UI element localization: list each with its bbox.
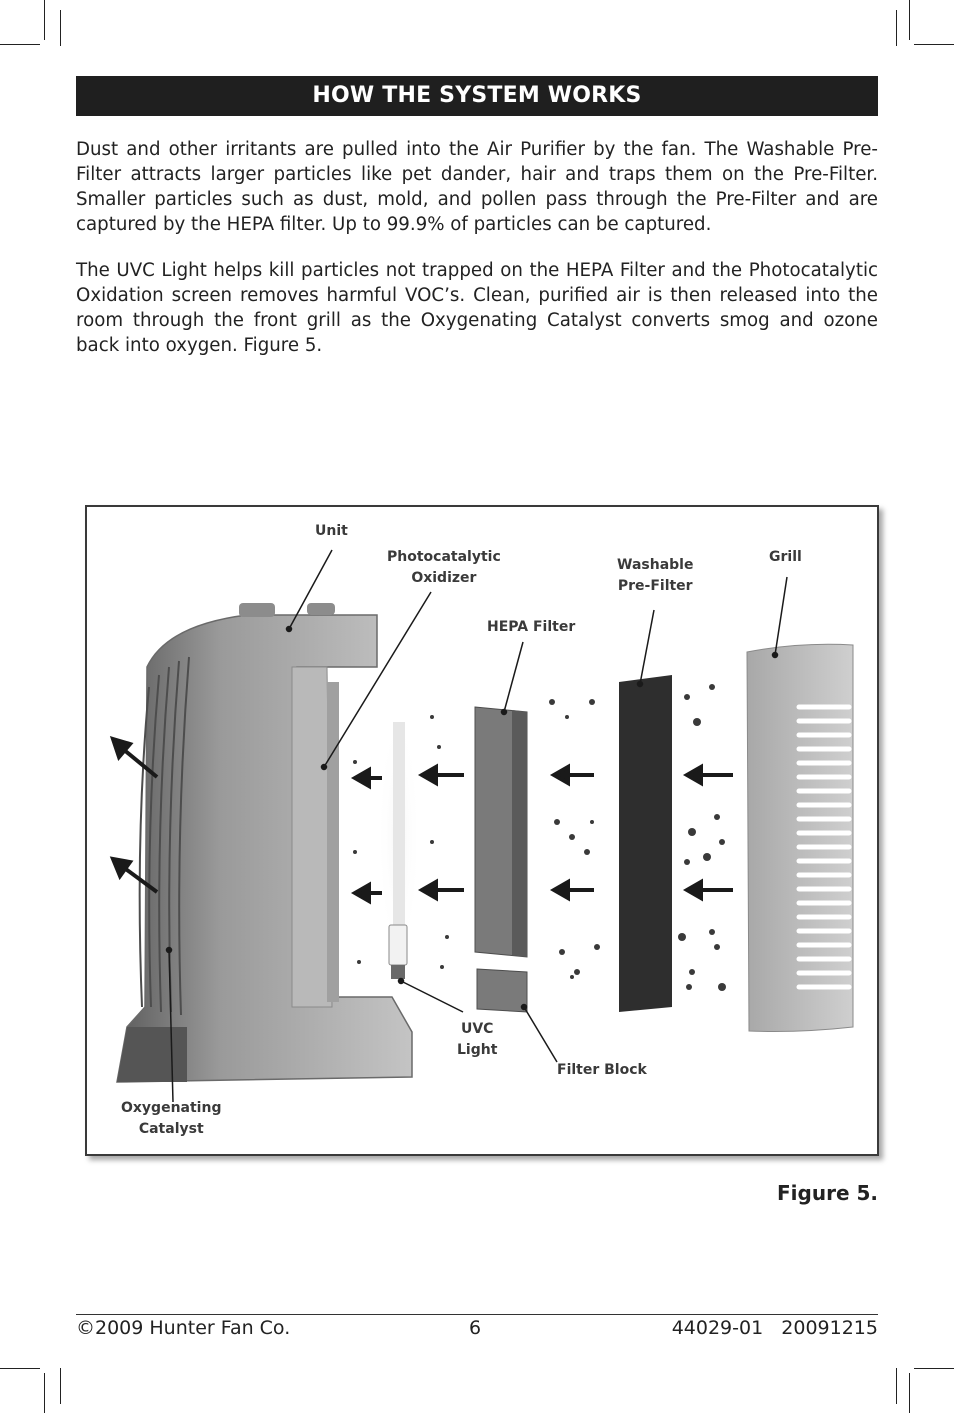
label-unit: Unit [315,523,348,539]
footer-divider [76,1314,878,1315]
exploded-view-illustration [109,549,854,1103]
particles [353,684,726,991]
footer-doc-code: 44029-01 20091215 [671,1317,878,1339]
label-photocatalytic-oxidizer: Photocatalytic Oxidizer [387,547,501,589]
label-grill: Grill [769,549,802,565]
hepa-filter [474,706,528,1013]
pre-filter [619,675,672,1012]
label-uvc-line2: Light [457,1042,498,1058]
figure-5-diagram: Unit Photocatalytic Oxidizer Washable Pr… [85,505,879,1156]
paragraph-uvc-light: The UVC Light helps kill particles not t… [76,260,878,356]
airflow-arrows [109,736,733,905]
section-title: HOW THE SYSTEM WORKS [76,76,878,116]
filter-block-shape [476,968,528,1013]
crop-mark [896,1368,897,1404]
crop-mark [909,1373,910,1413]
label-washable-line1: Washable [617,557,694,573]
crop-mark [60,10,61,46]
label-hepa-filter: HEPA Filter [487,619,576,635]
label-washable-line2: Pre-Filter [617,578,693,594]
paragraph-how-it-works: Dust and other irritants are pulled into… [76,139,878,235]
grill-panel [746,643,854,1032]
label-photocatalytic-line1: Photocatalytic [387,549,501,565]
label-washable-prefilter: Washable Pre-Filter [617,555,693,597]
leader-lines [165,549,788,1103]
crop-mark [0,1368,40,1369]
crop-mark [60,1368,61,1404]
crop-mark [896,10,897,46]
label-uvc-line1: UVC [460,1021,494,1037]
label-filter-block: Filter Block [557,1062,647,1078]
footer-page-number: 6 [469,1317,482,1339]
crop-mark [909,0,910,40]
label-photocatalytic-line2: Oxidizer [411,570,477,586]
label-uvc-light: UVC Light [457,1019,497,1061]
uvc-lamp [377,707,421,979]
unit-ribs [138,656,190,1016]
label-oxygenating-catalyst: Oxygenating Catalyst [121,1098,221,1140]
unit-housing [116,603,413,1083]
crop-mark [44,1373,45,1413]
label-oxygenating-line1: Oxygenating [121,1100,222,1116]
crop-mark [914,44,954,45]
figure-caption: Figure 5. [777,1181,878,1205]
footer-copyright: ©2009 Hunter Fan Co. [76,1317,291,1339]
crop-mark [44,0,45,40]
crop-mark [914,1368,954,1369]
label-oxygenating-line2: Catalyst [138,1121,204,1137]
crop-mark [0,44,40,45]
